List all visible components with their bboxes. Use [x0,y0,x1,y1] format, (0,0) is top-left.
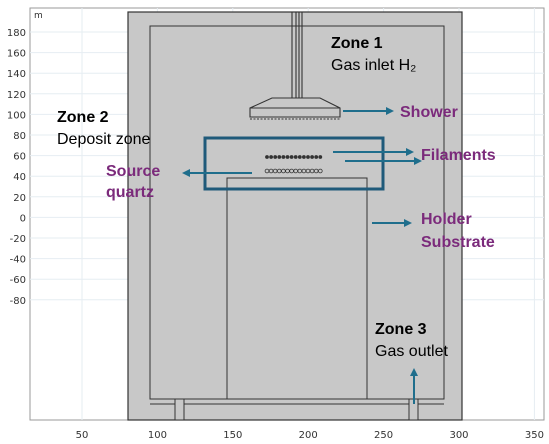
holder-label-line2: Substrate [421,234,495,251]
filament-dot [306,155,310,159]
x-tick-label: 300 [449,430,468,441]
y-tick-label: 100 [7,110,26,121]
axis-unit-label: m [34,11,43,21]
filament-dot [314,155,319,159]
y-tick-label: 40 [13,172,26,183]
filament-dot [293,168,299,174]
filament-dot [272,168,278,174]
filament-dot [264,168,270,174]
y-tick-label: 140 [7,69,26,80]
y-tick-label: 0 [20,213,26,224]
x-tick-label: 50 [76,430,89,441]
filament-dot [285,168,290,174]
y-tick-label: -80 [10,296,26,307]
filament-row-upper [265,155,323,159]
zone-1-description: Gas inlet H₂ [331,57,416,74]
zone-1-title: Zone 1 [331,35,383,52]
x-tick-label: 250 [374,430,393,441]
x-tick-label: 100 [148,430,167,441]
substrate-holder [226,177,368,400]
filament-dot [293,155,298,159]
filament-dot [317,168,323,174]
y-tick-label: 80 [13,131,26,142]
y-tick-label: 60 [13,152,26,163]
gas-inlet-pipe [291,12,303,98]
filament-dot [318,155,323,159]
source-quartz-label-line2: quartz [106,184,154,201]
x-tick-label: 350 [525,430,544,441]
deposit-zone-frame [203,136,385,191]
filament-dot [269,155,274,159]
filament-dot [310,155,315,159]
zone-3-title: Zone 3 [375,321,427,338]
filament-dot [268,168,274,174]
x-tick-label: 200 [299,430,318,441]
x-axis-tick-labels: 50 100 150 200 250 300 350 [76,430,544,441]
filament-dot [289,155,294,159]
filament-dot [281,155,286,159]
y-axis-tick-labels: 180 160 140 120 100 80 60 40 20 0 -20 -40 -60 -80 [7,28,26,307]
callout-arrows [182,107,422,404]
filament-dot [305,168,311,174]
source-quartz-label-line1: Source [106,163,160,180]
x-tick-label: 150 [223,430,242,441]
filament-dot [301,155,306,159]
filament-dot [273,155,278,159]
filament-dot [276,168,282,174]
filament-dot [297,155,302,159]
shower-head [249,97,341,120]
y-tick-label: -20 [10,234,26,245]
holder-label-line1: Holder [421,211,472,228]
filament-dot [265,155,269,159]
filament-dot [277,155,282,159]
zone-2-description: Deposit zone [57,131,150,148]
shower-label: Shower [400,104,458,121]
y-tick-label: 20 [13,193,26,204]
filament-dot [297,168,303,174]
filaments-label: Filaments [421,147,496,164]
y-tick-label: 160 [7,49,26,60]
left-outlet-port [174,398,185,421]
filament-dot [281,168,286,174]
filament-row-lower [264,168,323,174]
filament-dot [301,168,307,174]
reactor-chamber [127,11,463,421]
y-tick-label: -40 [10,255,26,266]
bottom-exhaust-channel [150,398,444,421]
filament-dot [313,168,319,174]
zone-3-description: Gas outlet [375,343,448,360]
y-tick-label: -60 [10,275,26,286]
filament-dot [289,168,294,174]
zone-2-title: Zone 2 [57,109,109,126]
filament-dot [309,168,315,174]
y-tick-label: 180 [7,28,26,39]
y-tick-label: 120 [7,90,26,101]
filament-dot [285,155,290,159]
